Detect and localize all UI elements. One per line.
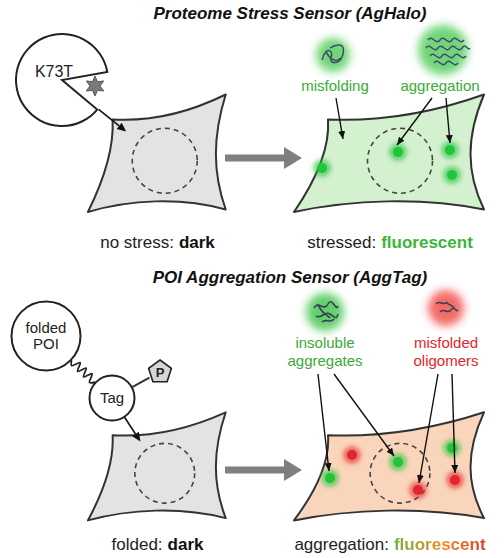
- callout-label: aggregation: [395, 77, 485, 95]
- cell-outline: [85, 92, 230, 217]
- nucleus-outline: [368, 128, 433, 193]
- process-arrow: [225, 155, 284, 162]
- callout-label: insoluble aggregates: [280, 334, 370, 370]
- callout-label: misfolding: [290, 77, 380, 95]
- green-glow: [306, 293, 344, 331]
- node-text: Tag: [100, 390, 124, 407]
- cell-membrane: [294, 95, 484, 213]
- enzyme-outline: [16, 34, 107, 126]
- node-text: K73T: [35, 63, 73, 81]
- caption-text: folded:: [112, 535, 163, 554]
- substrate-star: [86, 76, 103, 96]
- caption-text: aggregation:: [294, 535, 389, 554]
- cell-outline: [290, 410, 490, 525]
- process-arrow: [225, 467, 284, 474]
- cell-membrane: [88, 412, 226, 520]
- caption-text: stressed:: [307, 233, 376, 252]
- cell-unstressed: no stress: dark: [85, 92, 230, 257]
- cell-outline: [85, 410, 230, 525]
- enzyme-circle: K73T: [14, 32, 110, 128]
- cell-membrane: [88, 95, 226, 213]
- circle-outline: [12, 302, 81, 371]
- caption-text: no stress:: [100, 233, 174, 252]
- connector: [132, 378, 149, 387]
- caption-text: fluorescent: [381, 233, 473, 252]
- red-glow: [428, 290, 464, 326]
- caption-text: dark: [179, 233, 215, 252]
- protein-aggregate: [426, 38, 470, 64]
- pentagon-outline: [149, 360, 172, 382]
- nucleus-outline: [132, 128, 197, 193]
- nucleus-outline: [370, 443, 430, 503]
- protein-circle: folded POI: [10, 300, 82, 372]
- cell-stressed: stressed: fluorescent: [290, 92, 490, 257]
- caption-text: fluorescent: [394, 535, 486, 554]
- panel-title: POI Aggregation Sensor (AggTag): [140, 268, 440, 288]
- misfolded-protein: [322, 45, 344, 63]
- panel-title: Proteome Stress Sensor (AgHalo): [140, 4, 440, 24]
- insoluble-aggregate: [314, 302, 338, 322]
- misfolded-oligomer: [436, 302, 458, 312]
- green-glow: [316, 38, 350, 72]
- cell-outline: [290, 92, 490, 217]
- cell-membrane: [294, 412, 484, 520]
- tag-circle: Tag: [88, 374, 136, 422]
- connector: [99, 109, 120, 126]
- caption-text: dark: [168, 535, 204, 554]
- circle-outline: [90, 376, 135, 421]
- cell-folded: folded: dark: [85, 410, 230, 558]
- node-text: P: [156, 366, 165, 380]
- node-text: folded POI: [14, 320, 78, 353]
- nucleus-outline: [135, 443, 195, 503]
- green-glow: [418, 25, 468, 75]
- linker-line: [71, 360, 95, 383]
- probe-pentagon: P: [147, 359, 173, 385]
- callout-label: misfolded oligomers: [400, 334, 492, 370]
- connector: [125, 417, 136, 434]
- cell-aggregated: aggregation: fluorescent: [290, 410, 490, 558]
